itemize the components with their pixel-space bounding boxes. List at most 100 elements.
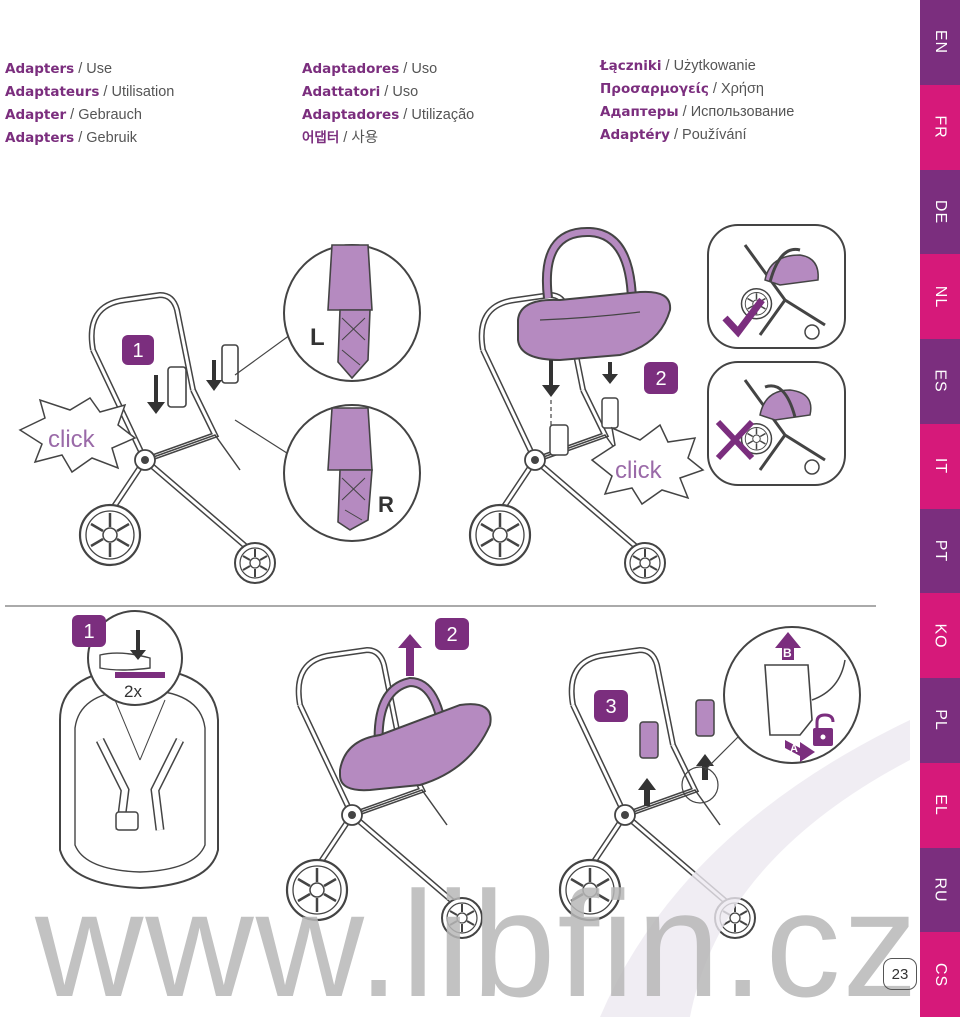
arrow-down-icon	[542, 360, 560, 397]
header-row: Adaptéry / Používání	[600, 127, 747, 143]
click-burst-icon	[18, 397, 137, 474]
language-tabs: EN FR DE NL ES IT PT KO PL EL RU CS	[920, 0, 960, 1017]
use-term: Χρήση	[720, 81, 764, 97]
use-term: Utilização	[411, 107, 475, 123]
use-term: Utilisation	[111, 84, 175, 100]
adapter-term: Adapters	[5, 61, 75, 77]
use-term: Gebrauch	[78, 107, 142, 123]
adapter-term: 어댑터	[302, 130, 340, 146]
language-tab-ko[interactable]: KO	[920, 593, 960, 678]
adapter-term: Adaptadores	[302, 107, 400, 123]
adapter-left-small	[167, 366, 187, 408]
language-tab-label: EN	[931, 30, 949, 55]
language-tab-nl[interactable]: NL	[920, 254, 960, 339]
language-tab-it[interactable]: IT	[920, 423, 960, 509]
language-tab-cs[interactable]: CS	[920, 932, 960, 1017]
step-number: 2	[655, 368, 666, 390]
step-badge-3	[594, 690, 628, 722]
label-left: L	[310, 324, 325, 351]
adapter-term: Adattatori	[302, 84, 381, 100]
language-tab-label: PL	[931, 709, 949, 732]
step-number: 1	[83, 621, 94, 643]
step-badge-2	[644, 362, 678, 394]
header-row: Adaptateurs / Utilisation	[5, 84, 175, 100]
adapter-term: Adaptadores	[302, 61, 400, 77]
use-term: Gebruik	[86, 130, 138, 146]
header-row: Адаптеры / Использование	[600, 104, 795, 120]
use-term: Uso	[392, 84, 419, 100]
adapter-term: Προσαρμογείς	[600, 81, 709, 97]
language-tab-pl[interactable]: PL	[920, 678, 960, 763]
checkmark-icon	[722, 297, 765, 338]
adapter-term: Adapter	[5, 107, 67, 123]
arrow-up-icon	[638, 778, 656, 806]
watermark: www.libfin.cz	[35, 860, 920, 1028]
language-tab-label: KO	[932, 623, 949, 649]
callout-a: A	[790, 743, 798, 755]
arrow-down-icon	[147, 375, 165, 414]
adapter-term: Łączniki	[600, 58, 662, 74]
header-row: Adapters / Use	[5, 61, 113, 77]
use-term: 사용	[351, 130, 379, 146]
header-row: Adapters / Gebruik	[5, 130, 138, 146]
header-row: 어댑터 / 사용	[302, 130, 379, 146]
header-row: Łączniki / Użytkowanie	[600, 58, 756, 74]
language-tab-label: EL	[931, 794, 949, 816]
cross-icon	[715, 419, 755, 461]
callout-b: B	[783, 646, 792, 660]
step-number: 3	[605, 696, 616, 718]
language-tab-label: ES	[932, 369, 949, 394]
header-row: Προσαρμογείς / Χρήση	[600, 81, 764, 97]
adapter-term: Adaptéry	[600, 127, 670, 143]
language-tab-en[interactable]: EN	[920, 0, 960, 85]
header-row: Adaptadores / Uso	[302, 61, 438, 77]
arrow-down-icon	[130, 630, 146, 660]
car-seat-bottom	[339, 676, 492, 792]
arrow-up-icon	[696, 754, 714, 780]
background-swoosh	[600, 720, 910, 1017]
language-tab-de[interactable]: DE	[920, 169, 960, 255]
adapter-term: Adaptateurs	[5, 84, 100, 100]
language-tab-ru[interactable]: RU	[920, 847, 960, 933]
language-tab-label: DE	[931, 199, 949, 224]
click-label: click	[48, 426, 96, 453]
step-number: 1	[132, 340, 143, 362]
use-term: Использование	[690, 104, 795, 120]
step-badge-1	[72, 615, 106, 647]
click-label: click	[615, 457, 663, 484]
header-row: Adaptadores / Utilização	[302, 107, 475, 123]
language-tab-label: RU	[931, 877, 949, 903]
language-tab-label: IT	[932, 458, 949, 475]
arrow-up-icon	[398, 634, 422, 676]
language-tab-label: FR	[931, 115, 949, 139]
use-term: Uso	[411, 61, 438, 77]
car-seat-top	[517, 226, 672, 362]
language-tab-label: PT	[931, 539, 949, 563]
step-badge-1	[122, 335, 154, 365]
adapter-term: Адаптеры	[600, 104, 679, 120]
arrow-down-icon	[602, 362, 618, 384]
use-term: Użytkowanie	[673, 58, 756, 74]
press-twice-label: 2x	[124, 682, 142, 701]
language-tab-es[interactable]: ES	[920, 339, 960, 424]
arrow-up-icon	[775, 632, 801, 660]
language-tab-fr[interactable]: FR	[920, 84, 960, 170]
language-tab-label: CS	[931, 962, 949, 987]
adapter-term: Adapters	[5, 130, 75, 146]
language-tab-pt[interactable]: PT	[920, 508, 960, 594]
arrow-right-icon	[785, 740, 815, 762]
arrow-down-icon	[206, 360, 222, 391]
language-tab-el[interactable]: EL	[920, 762, 960, 848]
header-row: Adattatori / Uso	[302, 84, 419, 100]
step-number: 2	[446, 624, 457, 646]
page-number: 23	[883, 958, 917, 990]
step-badge-2	[435, 618, 469, 650]
header-row: Adapter / Gebrauch	[5, 107, 142, 123]
adapter-right-small	[221, 344, 239, 384]
language-tab-label: NL	[931, 285, 949, 308]
click-burst-icon	[590, 423, 705, 506]
